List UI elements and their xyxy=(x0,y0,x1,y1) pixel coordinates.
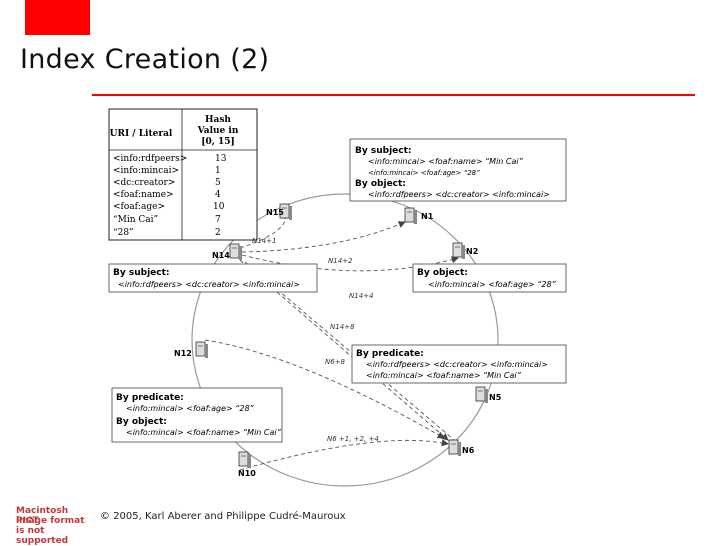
node-label: N6 xyxy=(462,446,475,455)
node-n1: N1 xyxy=(404,207,434,224)
server-icon xyxy=(229,243,242,260)
edge-n14-2 xyxy=(241,221,406,253)
box-line: <info:rdfpeers> <dc:creator> <info:minca… xyxy=(118,280,300,289)
node-label: N5 xyxy=(489,393,502,402)
server-icon xyxy=(475,386,488,403)
node-label: N15 xyxy=(266,208,284,217)
box-heading: By object: xyxy=(116,417,167,427)
server-icon xyxy=(448,439,461,456)
box-heading: By subject: xyxy=(355,146,412,156)
node-label: N2 xyxy=(466,247,478,256)
edge-label: N6+8 xyxy=(325,358,346,366)
table-row-key: <info:mincai> xyxy=(113,166,179,176)
box-line: <info:mincai> <foaf:name> “Min Cai” xyxy=(366,371,522,380)
box-heading: By predicate: xyxy=(116,393,184,403)
server-icon xyxy=(195,341,208,358)
node-label: N12 xyxy=(174,349,192,358)
box-heading: By object: xyxy=(355,179,406,189)
box-line: <info:rdfpeers> <dc:creator> <info:minca… xyxy=(366,360,548,369)
node-n2: N2 xyxy=(452,242,478,259)
node-n14: N14 xyxy=(212,243,242,260)
table-row-key: “Min Cai” xyxy=(113,214,158,225)
pict-unsupported-notice: Macintosh PICT image format is not suppo… xyxy=(4,502,92,546)
edge-n6-8 xyxy=(204,339,445,439)
table-row-value: 10 xyxy=(213,202,225,212)
table-row-key: <dc:creator> xyxy=(113,178,175,188)
table-header-hash: Hash xyxy=(205,115,231,125)
table-row-value: 2 xyxy=(215,228,221,238)
node-n10: N10 xyxy=(238,451,256,478)
hash-table: URI / Literal Hash Value in [0, 15] <inf… xyxy=(108,108,258,241)
table-row-value: 5 xyxy=(215,178,221,188)
table-row-key: <foaf:name> xyxy=(113,190,174,200)
box-line: <info:mincai> <foaf:age> “28” xyxy=(428,280,557,289)
slide-title: Index Creation (2) xyxy=(20,44,270,75)
index-box-n2: By object: <info:mincai> <foaf:age> “28” xyxy=(412,263,567,293)
node-label: N14 xyxy=(212,251,230,260)
index-box-n14: By subject: <info:rdfpeers> <dc:creator>… xyxy=(108,263,318,293)
index-box-n5: By predicate: <info:rdfpeers> <dc:creato… xyxy=(351,344,567,384)
chord-ring xyxy=(191,193,499,487)
box-heading: By object: xyxy=(417,268,468,278)
table-row-value: 7 xyxy=(215,215,221,225)
table-row-value: 13 xyxy=(215,154,227,164)
node-label: N10 xyxy=(238,469,256,478)
index-box-n1: By subject: <info:mincai> <foaf:name> “M… xyxy=(349,138,567,202)
server-icon xyxy=(279,203,292,220)
table-row-key: <foaf:age> xyxy=(113,202,165,212)
edge-n14-4 xyxy=(241,254,459,272)
box-line: <info:rdfpeers> <dc:creator> <info:minca… xyxy=(368,190,550,199)
node-n6: N6 xyxy=(448,439,475,456)
node-n15: N15 xyxy=(266,203,292,220)
table-row-value: 4 xyxy=(215,190,221,200)
table-row-key: <info:rdfpeers> xyxy=(113,154,187,164)
edge-label: N14+8 xyxy=(330,323,355,331)
edge-label: N14+2 xyxy=(328,257,353,265)
box-line: <info:mincai> <foaf:name> “Min Cai” xyxy=(368,157,524,166)
pict-notice-line: is not supported xyxy=(16,526,69,546)
edge-n6 xyxy=(239,439,449,471)
node-n12: N12 xyxy=(174,341,208,358)
box-heading: By subject: xyxy=(113,268,170,278)
edge-label: N14+4 xyxy=(349,292,373,300)
table-row-value: 1 xyxy=(215,166,221,176)
pict-notice-line: Macintosh PICT xyxy=(16,506,69,526)
slide-footer: © 2005, Karl Aberer and Philippe Cudré-M… xyxy=(100,511,346,522)
table-header-value: Value in xyxy=(197,126,239,136)
server-icon xyxy=(452,242,465,259)
title-underline xyxy=(92,94,695,96)
box-line: <info:mincai> <foaf:age> “28” xyxy=(368,169,480,177)
table-row-key: “28” xyxy=(113,227,134,238)
edge-label: N14+1 xyxy=(252,237,276,245)
table-header-range: [0, 15] xyxy=(201,137,235,147)
box-line: <info:mincai> <foaf:age> “28” xyxy=(126,404,255,413)
node-label: N1 xyxy=(421,212,434,221)
box-line: <info:mincai> <foaf:name> “Min Cai” xyxy=(126,428,282,437)
box-heading: By predicate: xyxy=(356,349,424,359)
index-box-n10: By predicate: <info:mincai> <foaf:age> “… xyxy=(111,387,283,443)
pict-notice-line: image format xyxy=(16,516,85,526)
accent-square xyxy=(25,0,90,35)
node-n5: N5 xyxy=(475,386,502,403)
server-icon xyxy=(238,451,251,468)
table-header-key: URI / Literal xyxy=(110,129,173,139)
server-icon xyxy=(404,207,417,224)
edge-label: N6 +1, +2, +4 xyxy=(327,435,379,443)
edge-label-group: N14+1 N14+2 N14+4 N14+8 N6+8 N6 +1, +2, … xyxy=(252,237,379,443)
